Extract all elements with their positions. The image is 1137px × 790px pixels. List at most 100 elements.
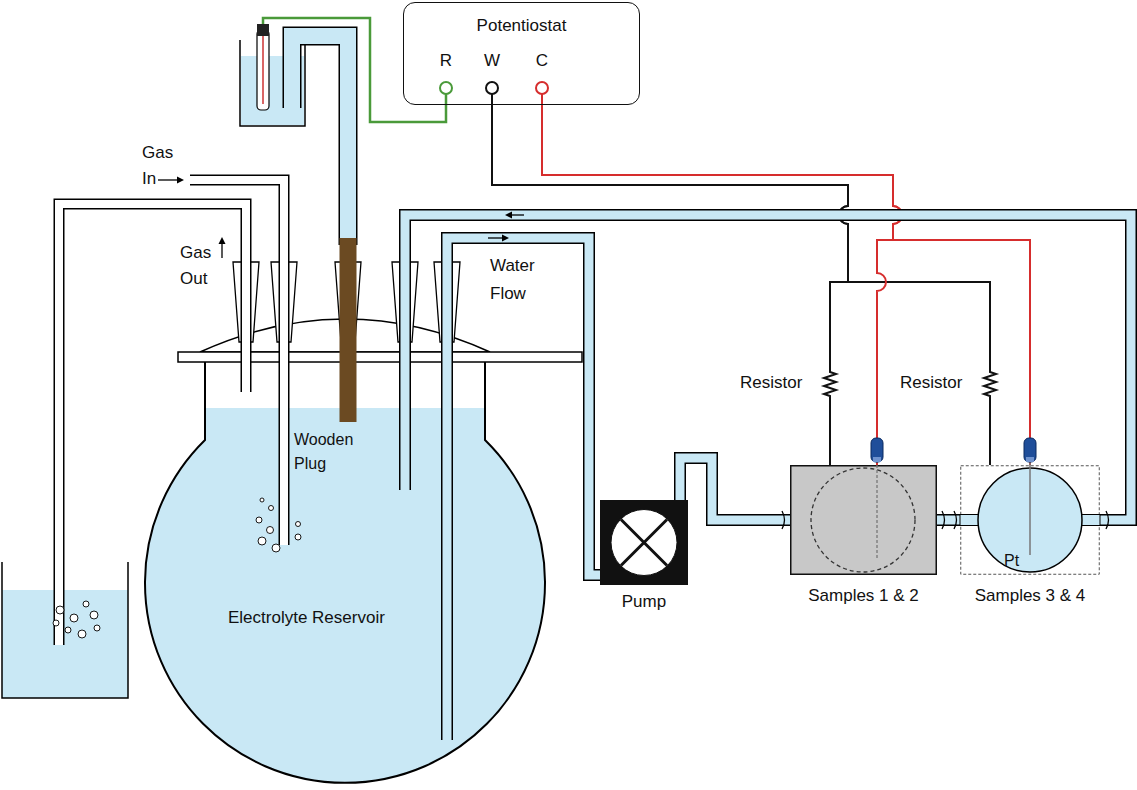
node-label: Samples 1 & 2 bbox=[808, 586, 919, 605]
salt-bridge bbox=[292, 36, 348, 245]
water-tube bbox=[680, 458, 790, 520]
gas-trap-beaker bbox=[2, 590, 128, 698]
gas-tube bbox=[59, 204, 246, 645]
gas-trap-beaker bbox=[2, 562, 128, 698]
water-tube bbox=[405, 300, 447, 740]
terminal bbox=[440, 82, 452, 94]
terminal-label: W bbox=[484, 51, 500, 70]
reference-electrode bbox=[257, 24, 269, 36]
gas-bubbles bbox=[267, 527, 274, 534]
sample-cell: Samples 3 & 4 bbox=[960, 465, 1100, 575]
tube-water bbox=[447, 238, 600, 575]
pump-symbol bbox=[621, 520, 667, 566]
gas-tube bbox=[190, 180, 284, 545]
node-label-holder: Samples 1 & 2 bbox=[760, 585, 967, 606]
water-tube bbox=[405, 300, 447, 740]
working-wire bbox=[492, 105, 996, 465]
flow-arrow bbox=[488, 212, 524, 242]
working-wire bbox=[492, 105, 848, 465]
flow-arrow bbox=[219, 237, 226, 244]
sample-cell-symbol bbox=[790, 430, 937, 575]
node-label-holder: Samples 3 & 4 bbox=[930, 585, 1130, 606]
plug-label: Wooden Plug bbox=[294, 431, 353, 472]
sample-cell-symbol bbox=[811, 468, 915, 572]
tube-flange bbox=[1106, 511, 1109, 529]
counter-wire bbox=[542, 105, 1030, 465]
gas-tube bbox=[190, 180, 284, 545]
flask-flange bbox=[178, 352, 582, 362]
gas-trap-beaker bbox=[2, 562, 128, 698]
flow-arrow bbox=[502, 235, 509, 242]
salt-bridge bbox=[292, 36, 348, 245]
salt-bridge bbox=[292, 36, 348, 245]
sample-cell-symbol bbox=[791, 466, 937, 575]
pump: Pump bbox=[600, 500, 688, 585]
node-label-holder: Pump bbox=[560, 591, 728, 612]
tube-wall bbox=[447, 238, 600, 575]
reference-electrode bbox=[262, 36, 264, 104]
flow-arrow bbox=[488, 237, 504, 238]
gas-bubbles bbox=[53, 620, 59, 626]
sample-cell-symbol bbox=[960, 430, 1100, 575]
node-label: Pump bbox=[622, 592, 666, 611]
plug-label-holder: Wooden Plug bbox=[294, 428, 358, 476]
gas-bubbles bbox=[78, 630, 86, 638]
reservoir-flask bbox=[145, 362, 545, 783]
resistor-label: Resistor bbox=[740, 373, 802, 392]
gas-bubbles bbox=[258, 537, 266, 545]
terminal-label-holder: W bbox=[480, 50, 504, 71]
terminal-label-holder: C bbox=[530, 50, 554, 71]
tube-water bbox=[680, 458, 790, 520]
gas-bubbles bbox=[295, 534, 301, 540]
counter-wire bbox=[542, 105, 902, 465]
sample-cell-symbol bbox=[876, 460, 877, 558]
flow-arrow bbox=[158, 179, 179, 180]
tube-wall bbox=[680, 458, 790, 520]
resistor-label-holder: Resistor bbox=[900, 372, 980, 393]
gas-bubbles bbox=[90, 611, 98, 619]
gas-outlet-label-holder: Gas Out bbox=[180, 240, 216, 292]
gas-tube bbox=[59, 204, 246, 645]
terminal bbox=[440, 82, 548, 105]
terminal bbox=[486, 82, 498, 94]
working-wire bbox=[492, 105, 848, 465]
sample-cell-symbol bbox=[1026, 457, 1034, 462]
gas-bubbles bbox=[269, 506, 274, 511]
pump-symbol bbox=[600, 500, 688, 585]
terminal-label: R bbox=[440, 51, 452, 70]
counter-wire bbox=[542, 105, 902, 465]
sample-cell-symbol bbox=[1024, 438, 1036, 462]
terminal bbox=[491, 94, 493, 105]
tube-flange bbox=[942, 511, 945, 529]
flow-arrow bbox=[221, 242, 222, 258]
sample-cell-symbol bbox=[873, 457, 881, 462]
electrolyte-reservoir: Electrolyte Reservoir bbox=[145, 300, 545, 790]
terminal-label-holder: R bbox=[434, 50, 458, 71]
sample-cell-symbol bbox=[871, 438, 883, 462]
tube-flange bbox=[782, 511, 785, 529]
working-wire bbox=[492, 105, 996, 465]
gas-bubbles bbox=[83, 601, 89, 607]
terminal bbox=[536, 82, 548, 94]
sample-cell: Samples 1 & 2 bbox=[790, 465, 937, 575]
sample-cell-symbol bbox=[1029, 460, 1031, 555]
water-tube bbox=[447, 238, 600, 575]
gas-bubbles bbox=[56, 606, 64, 614]
terminal bbox=[541, 94, 543, 105]
water-flow-label-holder: Water Flow bbox=[490, 252, 544, 308]
pump-symbol bbox=[600, 500, 688, 585]
node-label: Electrolyte Reservoir bbox=[228, 608, 385, 627]
electrode-label-holder: Pt bbox=[1004, 551, 1028, 571]
gas-tube bbox=[59, 180, 284, 645]
node-label: Potentiostat bbox=[477, 16, 567, 35]
potentiostat-box: Potentiostat bbox=[403, 2, 640, 105]
gas-bubbles bbox=[94, 625, 100, 631]
gas-bubbles bbox=[70, 614, 78, 622]
reference-electrode bbox=[257, 30, 269, 110]
reservoir-flask bbox=[140, 408, 550, 788]
resistor-label: Resistor bbox=[900, 373, 962, 392]
